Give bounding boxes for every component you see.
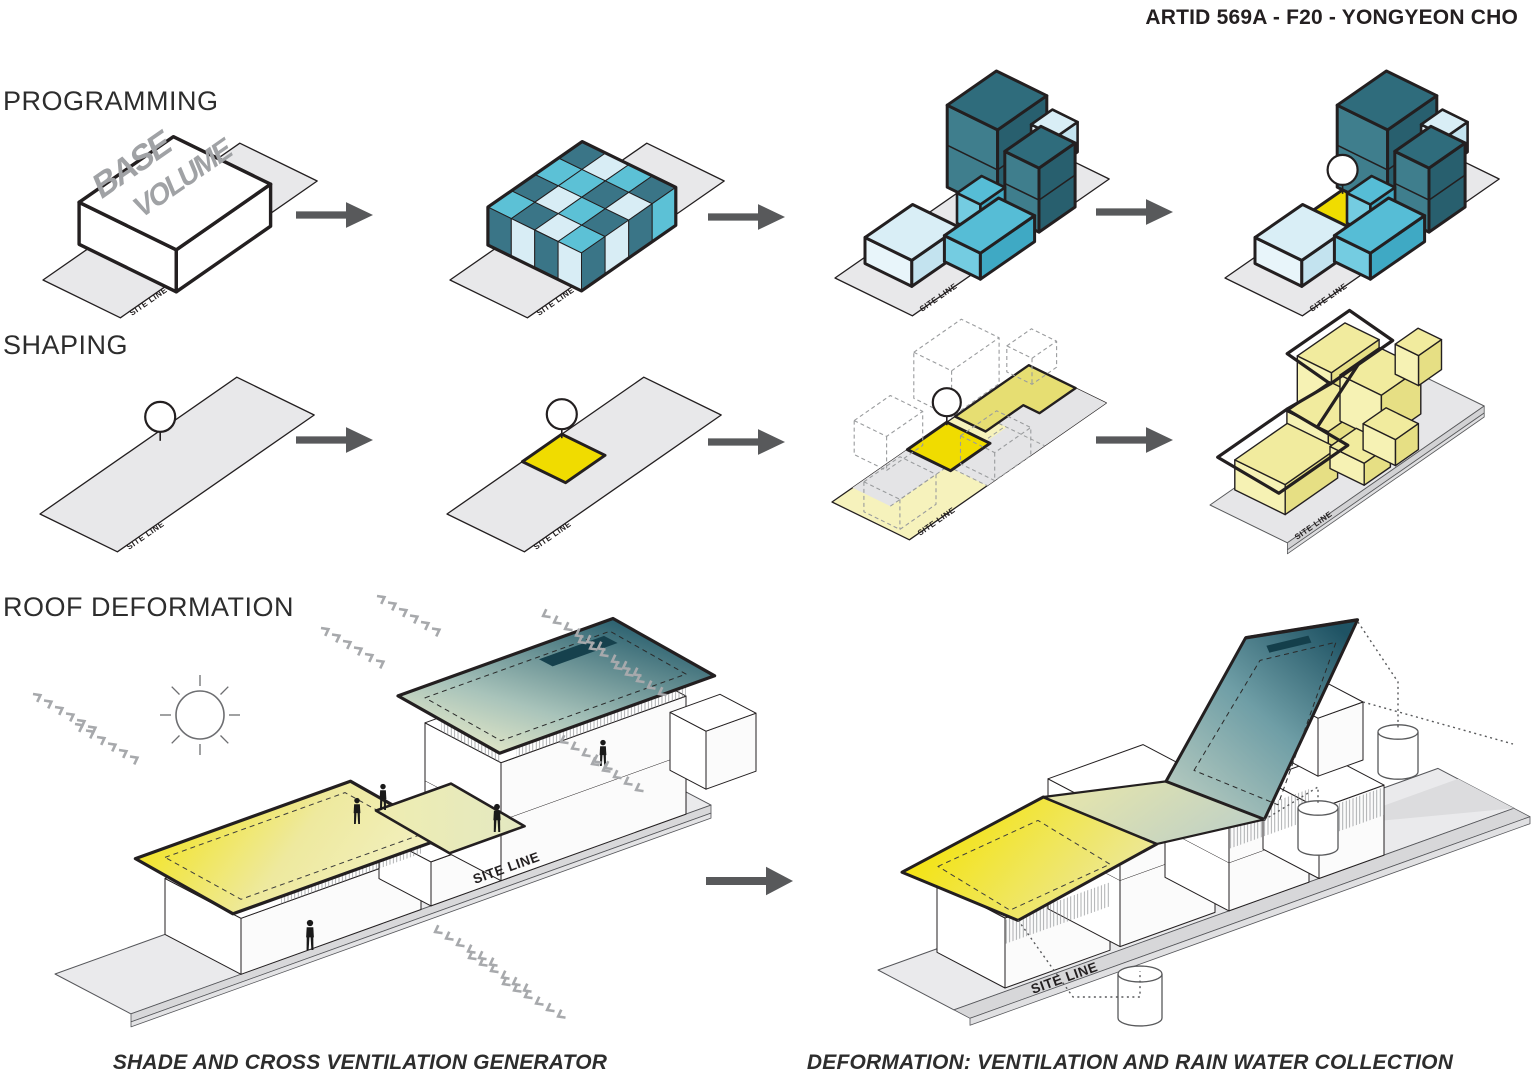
water-tank-icon: [1297, 800, 1339, 856]
wind-chevron-icon: [342, 639, 353, 650]
wind-chevron-icon: [634, 782, 644, 793]
arrow-right-icon: [1096, 199, 1173, 225]
wind-chevron-icon: [581, 747, 591, 758]
wind-chevron-icon: [590, 756, 600, 767]
wind-chevron-icon: [65, 712, 76, 722]
diagram-programming-courtyard: SITE LINE: [1224, 69, 1500, 317]
tree-icon: [545, 398, 578, 431]
diagram-programming-grid: SITE LINE: [449, 139, 725, 319]
wind-chevron-icon: [570, 741, 580, 751]
wind-chevron-icon: [635, 673, 645, 684]
wind-chevron-icon: [96, 735, 107, 746]
tree-icon: [931, 387, 962, 418]
wind-chevron-icon: [455, 937, 465, 948]
wind-chevron-icon: [398, 607, 409, 618]
tree-icon: [1326, 153, 1359, 186]
diagram-shaping-courtyard: SITE LINE: [446, 376, 722, 553]
sun-icon: [160, 675, 240, 755]
wind-chevron-icon: [364, 652, 375, 663]
wind-chevron-icon: [613, 660, 623, 671]
tree-icon: [144, 400, 177, 433]
wind-chevron-icon: [467, 950, 477, 961]
wind-chevron-icon: [74, 722, 85, 733]
person-silhouette: [493, 803, 501, 832]
wind-chevron-icon: [501, 976, 511, 987]
wind-chevron-icon: [512, 983, 522, 993]
wind-chevron-icon: [601, 763, 611, 773]
wind-chevron-icon: [534, 996, 544, 1006]
wind-chevron-icon: [320, 626, 331, 637]
arrow-right-icon: [708, 204, 785, 230]
wind-chevron-icon: [623, 776, 633, 786]
caption-shade-ventilation: SHADE AND CROSS VENTILATION GENERATOR: [112, 1051, 608, 1074]
wind-chevron-icon: [444, 931, 454, 941]
wind-chevron-icon: [523, 989, 533, 1000]
wind-chevron-icon: [107, 742, 118, 752]
arrow-right-icon: [296, 202, 373, 228]
wind-chevron-icon: [433, 924, 443, 935]
arrow-right-icon: [708, 429, 785, 455]
wind-chevron-icon: [420, 620, 431, 631]
wind-chevron-icon: [478, 957, 488, 967]
diagram-roof-deformation-collection: SITE LINE: [877, 618, 1531, 1027]
wind-chevron-icon: [556, 1009, 566, 1019]
wind-chevron-icon: [657, 686, 667, 697]
wind-chevron-icon: [588, 641, 598, 651]
wind-chevron-icon: [563, 621, 573, 632]
water-tank-icon: [1117, 965, 1163, 1027]
arrow-right-icon: [296, 427, 373, 453]
wind-chevron-icon: [431, 627, 442, 637]
section-label-programming: PROGRAMMING: [3, 86, 219, 116]
wind-chevron-icon: [646, 680, 656, 690]
wind-chevron-icon: [331, 633, 342, 643]
diagram-programming-separated: SITE LINE: [834, 69, 1110, 317]
section-label-shaping: SHAPING: [3, 330, 129, 360]
section-label-roof-deformation: ROOF DEFORMATION: [3, 592, 294, 622]
wind-chevron-icon: [376, 594, 387, 605]
wind-chevron-icon: [118, 748, 129, 759]
wind-chevron-icon: [54, 705, 65, 716]
wind-chevron-icon: [577, 634, 587, 645]
water-tank-icon: [1377, 724, 1419, 780]
person-silhouette: [379, 783, 387, 810]
wind-chevron-icon: [129, 755, 140, 765]
diagram-shaping-site: SITE LINE: [39, 376, 315, 553]
diagram-shaping-zones: SITE LINE: [831, 318, 1107, 541]
wind-chevron-icon: [375, 659, 386, 669]
diagram-shaping-massing-roof: SITE LINE: [1209, 308, 1485, 555]
diagram-roof-shade-ventilation: SITE LINE: [32, 594, 757, 1028]
wind-chevron-icon: [489, 963, 499, 974]
wind-chevron-icon: [545, 1002, 555, 1013]
person-silhouette: [353, 797, 361, 824]
wind-chevron-icon: [353, 646, 364, 656]
wind-chevron-icon: [541, 608, 551, 619]
wind-chevron-icon: [409, 614, 420, 624]
wind-chevron-icon: [387, 601, 398, 611]
wind-chevron-icon: [624, 667, 634, 677]
caption-deformation-collection: DEFORMATION: VENTILATION AND RAIN WATER …: [806, 1051, 1454, 1074]
page-title: ARTID 569A - F20 - YONGYEON CHO: [1145, 6, 1518, 29]
wind-chevron-icon: [85, 729, 96, 739]
arrow-right-icon: [1096, 427, 1173, 453]
wind-chevron-icon: [559, 734, 569, 745]
wind-chevron-icon: [552, 615, 562, 625]
wind-chevron-icon: [43, 699, 54, 709]
arrow-right-icon: [706, 866, 793, 896]
wind-chevron-icon: [599, 647, 609, 658]
person-silhouette: [306, 919, 314, 950]
wind-chevron-icon: [32, 692, 43, 703]
wind-chevron-icon: [612, 769, 622, 780]
